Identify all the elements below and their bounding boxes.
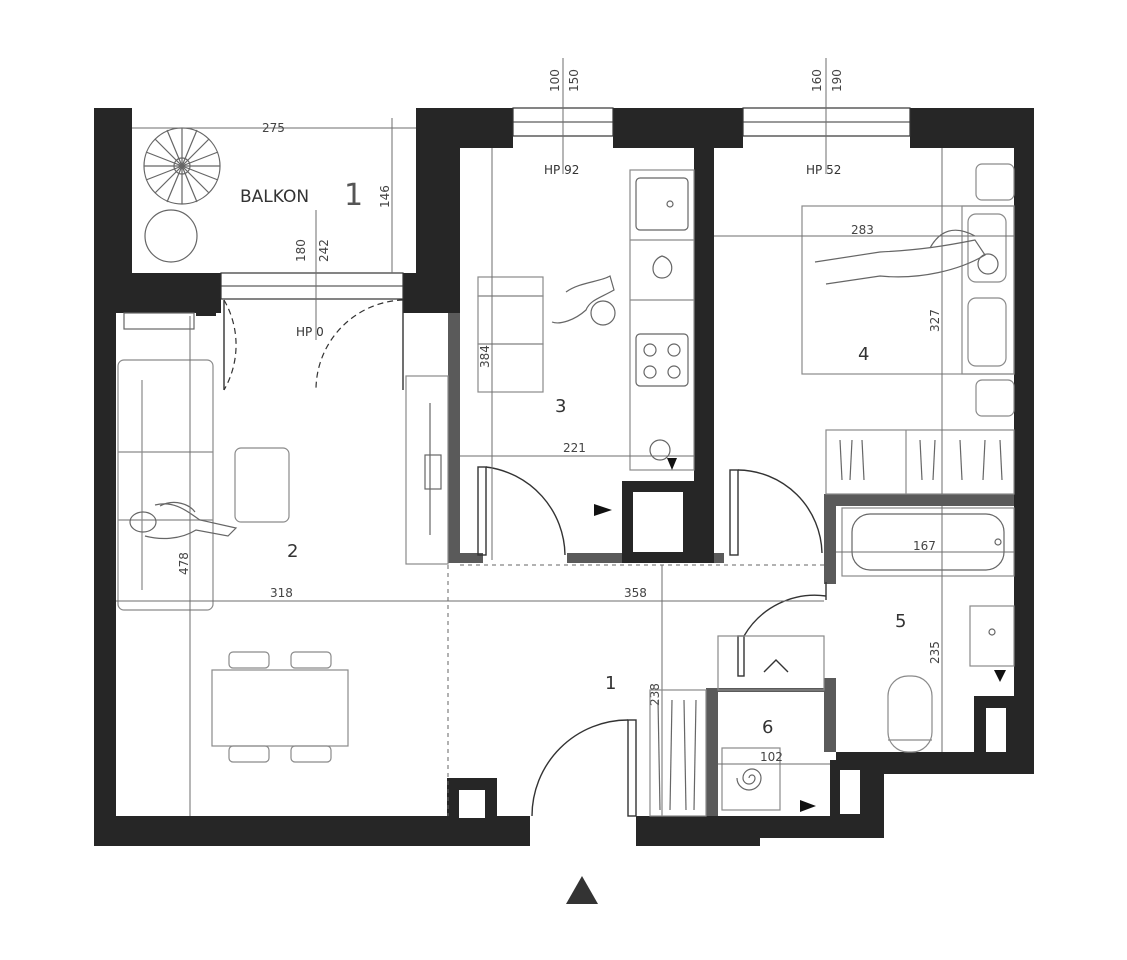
window-hp-kitchen: HP 92 [544, 163, 579, 177]
wall-bath-top [824, 494, 1014, 506]
wall-kitchen-bottom-b [567, 553, 622, 563]
room-number-5: 5 [895, 611, 906, 632]
room-hall: 358 238 1 [447, 564, 824, 817]
person-icon [129, 501, 238, 540]
dining-table-icon [211, 669, 349, 747]
wall-bath-left [824, 494, 836, 584]
dim-kitchen-window-150: 150 [567, 69, 581, 92]
room-utility: 102 6 [717, 635, 830, 812]
entrance-arrow-icon [566, 876, 598, 904]
room-number-1: 1 [605, 673, 616, 694]
tv-cabinet [405, 375, 449, 565]
radiator [123, 312, 195, 330]
kitchen-table-icon [477, 295, 544, 345]
windows [196, 107, 911, 316]
window-hp-bedroom: HP 52 [806, 163, 841, 177]
room-bedroom: 283 327 HP 52 160 190 4 [714, 58, 1015, 556]
vent-arrow-icon [667, 458, 677, 470]
bed-icon [801, 205, 1015, 375]
person-bed-icon [814, 229, 999, 285]
dim-bath-width: 167 [913, 539, 936, 553]
dim-utility-width: 102 [760, 750, 783, 764]
dim-kitchen-width: 221 [563, 441, 586, 455]
walls [94, 108, 1034, 846]
wall-step [836, 752, 1034, 774]
dim-kitchen-height: 384 [478, 345, 492, 368]
window-hp-living: HP 0 [296, 325, 324, 339]
dim-bath-height: 235 [928, 641, 942, 664]
washbasin-icon [969, 605, 1015, 667]
round-table-icon [144, 209, 198, 263]
dim-living-width: 318 [270, 586, 293, 600]
dim-balcony-door-180: 180 [294, 239, 308, 262]
room-bath: 167 235 5 [737, 506, 1015, 753]
wall-utility-left [706, 690, 718, 816]
boiler-icon [721, 747, 781, 811]
toilet-icon [887, 675, 933, 753]
wall-bath-left-lower [824, 678, 836, 752]
wall-right [1014, 108, 1034, 768]
bathtub-icon [841, 507, 1015, 577]
room-number-2: 2 [287, 541, 298, 562]
dim-balcony-door-242: 242 [317, 239, 331, 262]
wall-top-middle [613, 108, 743, 148]
sofa-icon [117, 359, 214, 611]
wardrobe-icon [825, 429, 1015, 495]
balcony: BALKON 1 275 146 180 242 [132, 118, 416, 340]
dim-kitchen-window-100: 100 [548, 69, 562, 92]
coffee-table-icon [234, 447, 290, 523]
vent-icon [649, 439, 671, 461]
wall-bottom-middle [636, 816, 760, 846]
dim-living-height: 478 [177, 552, 191, 575]
wall-bottom-right [760, 816, 884, 838]
room-kitchen: 384 221 HP 92 100 150 3 [460, 58, 695, 560]
wall-kitchen-bedroom [694, 148, 714, 563]
kitchen-counter [629, 169, 695, 471]
dim-bedroom-width: 283 [851, 223, 874, 237]
room-number-6: 6 [762, 717, 773, 738]
balcony-number: 1 [344, 178, 363, 213]
wall-top-right [910, 108, 1034, 148]
wall-top-kitchen-left [416, 108, 513, 148]
room-number-3: 3 [555, 396, 566, 417]
dim-balcony-depth: 146 [378, 185, 392, 208]
wall-kitchen-bottom-a [448, 553, 483, 563]
dim-bedroom-height: 327 [928, 309, 942, 332]
stove-icon [635, 333, 689, 387]
dim-bedroom-window-190: 190 [830, 69, 844, 92]
nightstand-bottom [975, 379, 1015, 417]
dim-hall-width: 358 [624, 586, 647, 600]
room-living: HP 0 478 318 2 [116, 299, 449, 816]
balcony-label: BALKON [240, 187, 309, 207]
nightstand-top [975, 163, 1015, 201]
dim-bedroom-window-160: 160 [810, 69, 824, 92]
dim-balcony-width: 275 [262, 121, 285, 135]
sink-icon [635, 177, 689, 231]
person-kitchen-icon [551, 275, 616, 326]
hall-wardrobe [649, 689, 707, 817]
room-number-4: 4 [858, 344, 869, 365]
wall-balcony-bottom-right [403, 273, 460, 313]
wall-kitchen-left [448, 313, 460, 563]
